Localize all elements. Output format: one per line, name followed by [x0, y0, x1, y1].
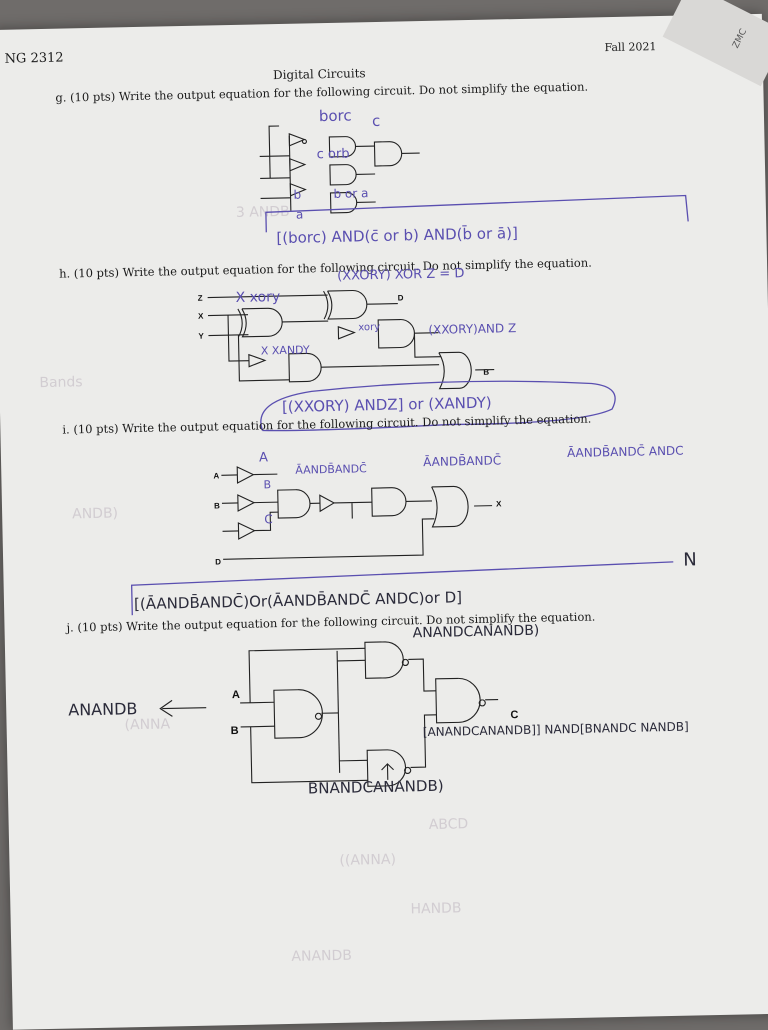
- question-g-prompt: g. (10 pts) Write the output equation fo…: [55, 79, 589, 105]
- input-label-a: A: [213, 471, 220, 481]
- bleed-through-text: ABCD: [428, 816, 469, 834]
- bleed-through-text: ANANDB: [291, 947, 353, 965]
- annotation-j: BNANDCANANDB): [307, 776, 444, 798]
- circuit-j-diagram: [240, 641, 499, 787]
- circuit-g-diagram: [259, 125, 420, 214]
- question-h-prompt: h. (10 pts) Write the output equation fo…: [58, 255, 592, 281]
- annotation-g: borc: [318, 106, 352, 126]
- bleed-through-text: (ANNA: [124, 716, 171, 734]
- annotation-h: X XANDY: [260, 343, 310, 358]
- annotation-h: (XXORY)AND Z: [428, 321, 517, 337]
- annotation-j-anandb: ANANDB: [68, 699, 138, 720]
- annotation-h: X xory: [235, 289, 281, 306]
- annotation-i: B: [263, 478, 272, 492]
- input-label-y: Y: [198, 331, 204, 341]
- annotation-j: ANANDCANANDB): [412, 622, 540, 642]
- annotation-g: c: [371, 111, 381, 131]
- annotation-h: xory: [358, 321, 381, 334]
- course-code: NG 2312: [4, 50, 64, 67]
- input-label-z: Z: [197, 293, 203, 303]
- bleed-through-text: HANDB: [410, 900, 462, 918]
- term-label: Fall 2021: [604, 40, 657, 55]
- arrow-left-icon: [159, 699, 207, 717]
- arrow-up-icon: [381, 763, 394, 780]
- annotation-i: A: [258, 450, 269, 466]
- annotation-g: b or a: [333, 186, 369, 201]
- bleed-through-text: Bands: [39, 374, 83, 392]
- bleed-through-text: ((ANNA): [339, 851, 397, 869]
- annotation-g: b: [293, 187, 302, 202]
- answer-i-bracket: [130, 561, 674, 616]
- page-title: Digital Circuits: [272, 66, 366, 83]
- annotation-i: ĀANDB̄ANDC̄: [295, 462, 367, 477]
- folded-corner: ZMC: [662, 0, 768, 87]
- annotation-h: (XXORY) XOR Z = D: [337, 266, 465, 284]
- circuit-h-diagram: [207, 289, 495, 390]
- annotation-g: c orb: [316, 146, 350, 163]
- answer-i-mark: N: [683, 549, 697, 571]
- bleed-through-text: ANDB): [71, 505, 119, 523]
- answer-h-loop: [260, 380, 616, 432]
- circuit-i-diagram: [221, 466, 493, 560]
- input-label-x: X: [197, 311, 204, 321]
- input-label-b: B: [213, 501, 220, 511]
- annotation-i: ĀANDB̄ANDC̄ ANDC: [566, 443, 684, 461]
- answer-g-bracket: [265, 194, 689, 233]
- annotation-i: ĀANDB̄ANDC̄: [422, 453, 502, 470]
- annotation-i: C: [264, 512, 273, 527]
